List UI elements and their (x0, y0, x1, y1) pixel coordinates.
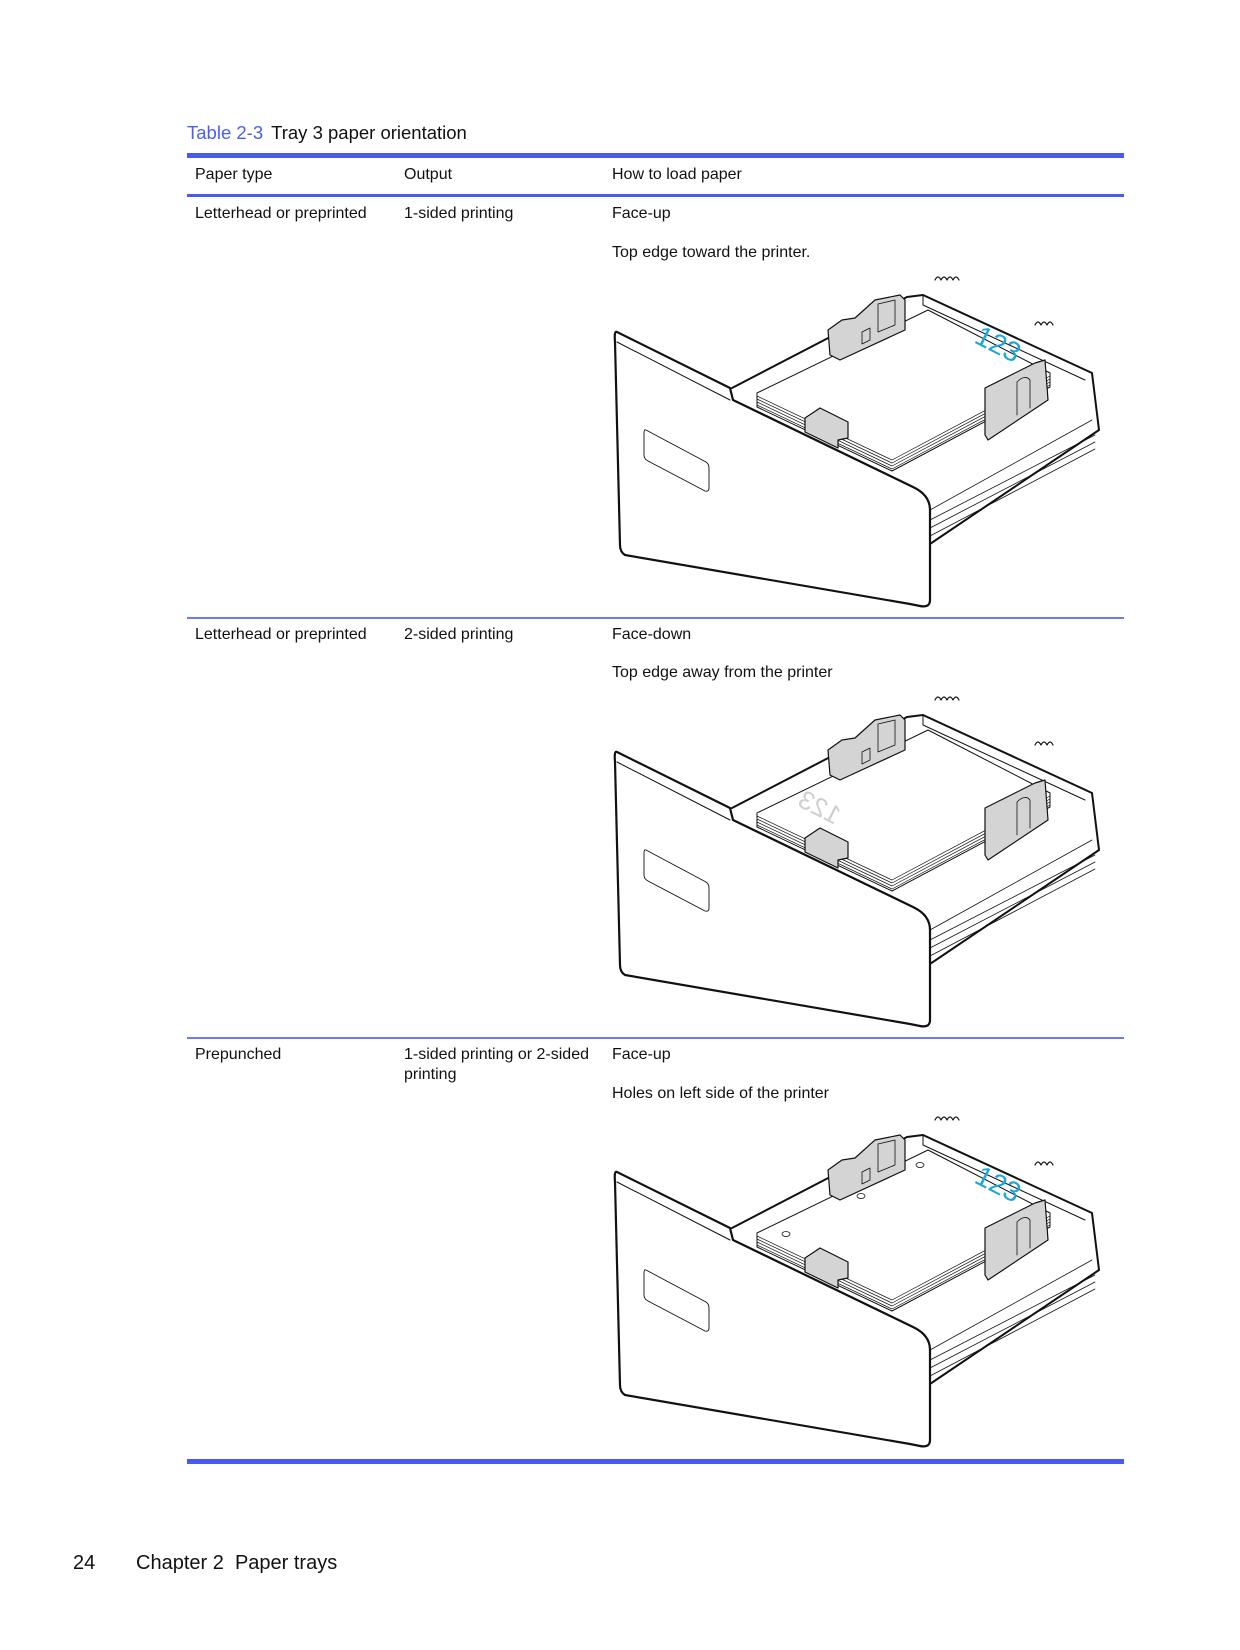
orientation: Face-up (612, 1046, 671, 1063)
tray-illustration-face-down: 123 (580, 690, 1110, 1035)
header-how-to-load: How to load paper (612, 166, 742, 183)
row-divider (187, 1037, 1124, 1039)
table-number: Table 2-3 (187, 122, 264, 143)
tray-illustration-face-up: 123 (580, 270, 1110, 615)
output: 2-sided printing (404, 626, 514, 643)
row-divider (187, 617, 1124, 619)
output-line-1: 1-sided printing or 2-sided (404, 1046, 589, 1063)
orientation: Face-down (612, 626, 692, 643)
orientation: Face-up (612, 205, 671, 222)
output-line-2: printing (404, 1066, 457, 1083)
tray-illustration-prepunched: 123 (580, 1110, 1110, 1455)
chapter-title: Chapter 2 Paper trays (136, 1552, 338, 1574)
page-number: 24 (73, 1552, 96, 1574)
instruction: Top edge away from the printer (612, 664, 833, 681)
output: 1-sided printing (404, 205, 514, 222)
paper-type: Letterhead or preprinted (195, 205, 367, 222)
table-top-rule (187, 153, 1124, 158)
instruction: Top edge toward the printer. (612, 244, 811, 261)
table-caption: Table 2-3 Tray 3 paper orientation (187, 123, 467, 143)
header-paper-type: Paper type (195, 166, 273, 183)
paper-type: Letterhead or preprinted (195, 626, 367, 643)
table-title: Tray 3 paper orientation (271, 122, 467, 143)
paper-type: Prepunched (195, 1046, 282, 1063)
table-bottom-rule (187, 1459, 1124, 1464)
punch-holes (781, 1162, 925, 1237)
header-output: Output (404, 166, 453, 183)
instruction: Holes on left side of the printer (612, 1085, 830, 1102)
header-rule (187, 194, 1124, 197)
